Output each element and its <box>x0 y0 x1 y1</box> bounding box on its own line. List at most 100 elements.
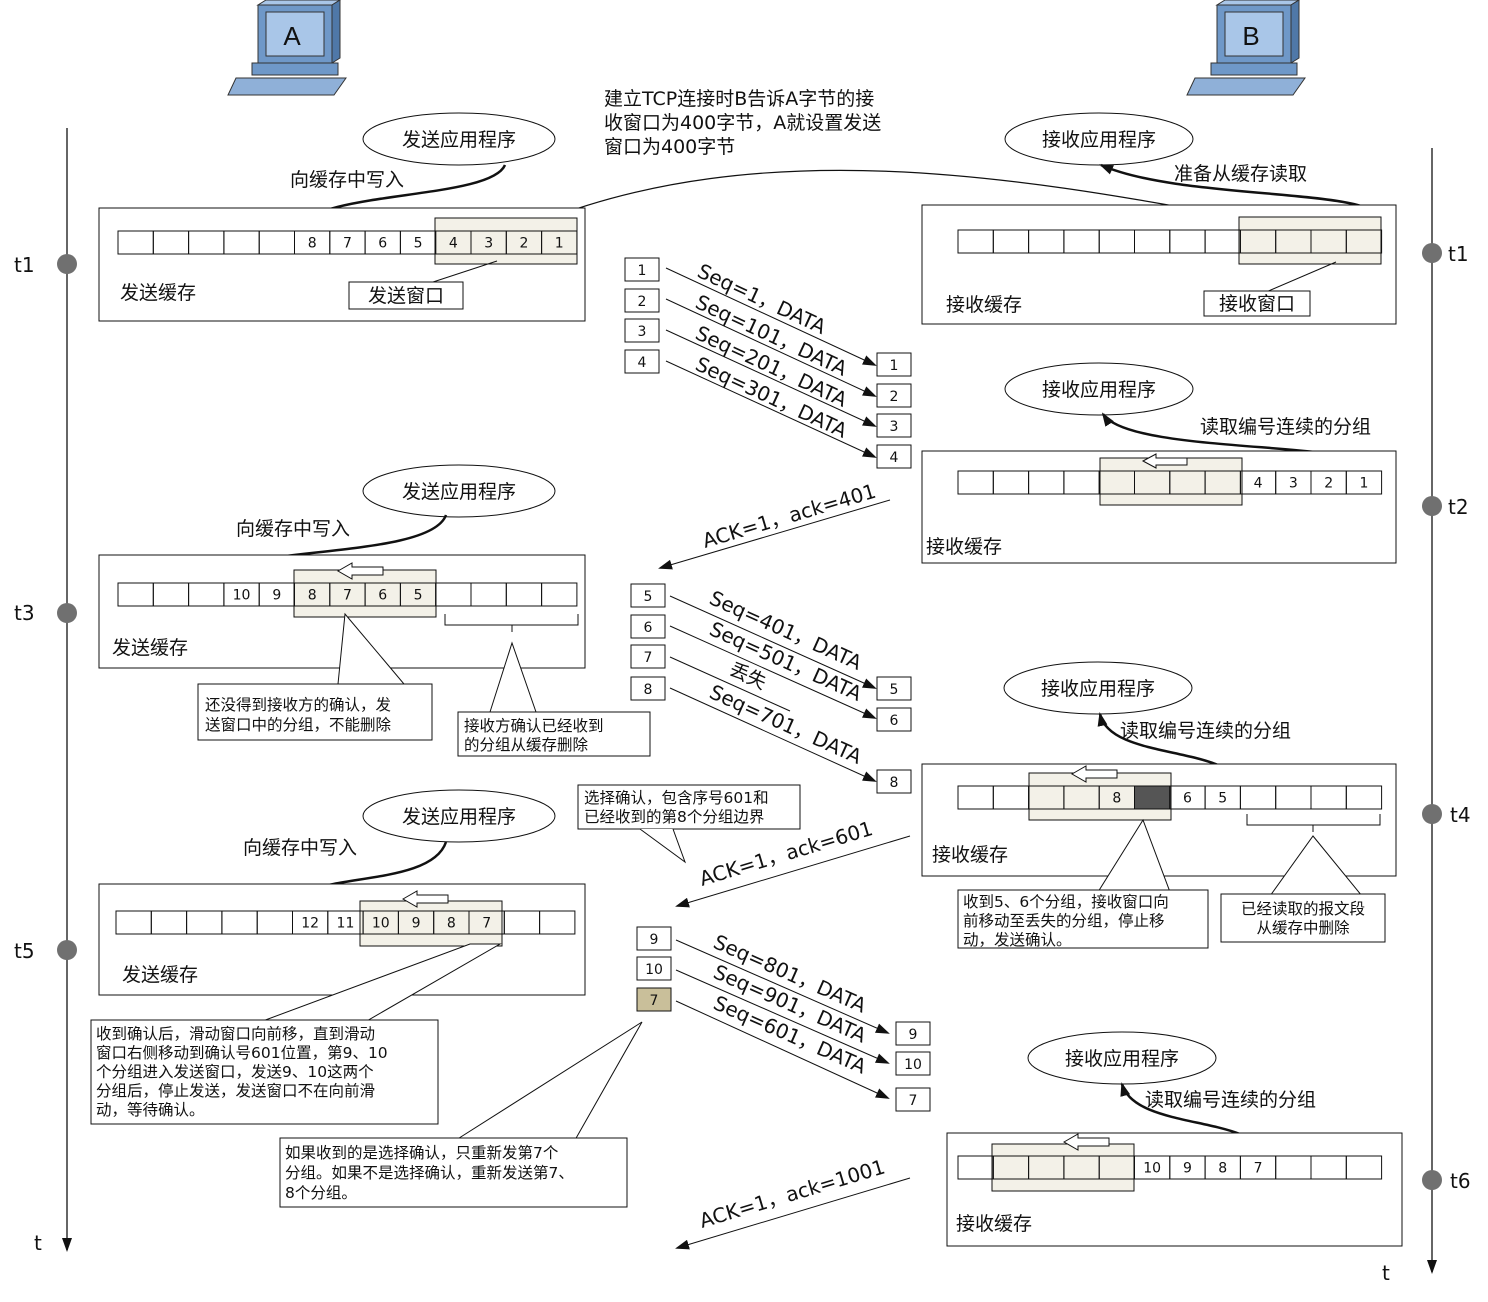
resend-callout-pointer <box>454 1021 643 1141</box>
buffer-cell-label: 6 <box>378 236 387 252</box>
acked-note-line-1: 接收方确认已经收到 <box>464 717 604 735</box>
t3-label: t3 <box>14 601 35 625</box>
buffer-cell-label: 8 <box>308 588 317 604</box>
resend-seg-7-cell <box>636 987 672 1012</box>
unacked-note-line-1: 还没得到接收方的确认，发 <box>205 696 391 714</box>
write-label-t3: 向缓存中写入 <box>236 518 350 540</box>
sack-note-box <box>577 784 801 830</box>
sender-app-t3-label: 发送应用程序 <box>402 481 516 503</box>
seg-5: 5 <box>644 589 653 605</box>
seg-4: 4 <box>638 355 647 371</box>
buffer-cell-label: 9 <box>412 916 421 932</box>
send-window-t1-pointer <box>429 260 498 284</box>
sender-app-t3: 发送应用程序 <box>362 464 556 518</box>
t1-left-label: t1 <box>14 253 35 277</box>
recv-window-t6 <box>991 1143 1135 1192</box>
buffer-cell-label: 2 <box>1324 476 1333 492</box>
t6-label: t6 <box>1450 1169 1471 1193</box>
send-window-t5-move-icon <box>401 890 449 908</box>
sender-app-t1-label: 发送应用程序 <box>402 129 516 151</box>
read-note-box <box>1220 893 1386 943</box>
batch2-sent-segments: 5 6 7 8 <box>630 583 666 701</box>
recv-seg-4: 4 <box>890 450 899 466</box>
buffer-cell-label: 6 <box>378 588 387 604</box>
sender-app-t5: 发送应用程序 <box>362 789 556 843</box>
window-size-arrow <box>538 169 1241 223</box>
buffer-cell <box>1345 229 1383 254</box>
buffer-cell-label: 10 <box>372 916 390 932</box>
send-buffer-t5-label: 发送缓存 <box>122 964 198 986</box>
seg-7-resend: 7 <box>650 993 659 1009</box>
recv-seg-7: 7 <box>909 1093 918 1109</box>
buffer-cell <box>539 910 576 935</box>
recv-buffer-t1-label: 接收缓存 <box>946 294 1022 316</box>
recv56-note-box <box>957 889 1209 949</box>
buffer-cell-label: 1 <box>555 236 564 252</box>
buffer-cell-label: 2 <box>519 236 528 252</box>
batch1-sent-segments: 1 2 3 4 <box>624 257 660 374</box>
send-window-t5 <box>359 900 503 947</box>
batch3-sent-segments: 9 10 7 <box>636 926 672 1012</box>
sender-app-t5-label: 发送应用程序 <box>402 806 516 828</box>
top-note: 建立TCP连接时B告诉A字节的接 收窗口为400字节，A就设置发送 窗口为400… <box>604 88 881 158</box>
buffer-cell <box>1134 785 1171 810</box>
left-time-axis: t t1 t3 t5 <box>14 128 77 1255</box>
slide-note-line-5: 动，等待确认。 <box>96 1101 205 1119</box>
host-a-label: A <box>283 21 301 51</box>
batch1-arrows <box>665 267 877 458</box>
resend-note-line-1: 如果收到的是选择确认，只重新发第7个 <box>285 1144 559 1162</box>
recv-buffer-t6-label: 接收缓存 <box>956 1213 1032 1235</box>
buffer-cell-label: 9 <box>1183 1161 1192 1177</box>
acked-brace <box>444 614 579 632</box>
recv-seg-1: 1 <box>890 358 899 374</box>
t1-right-marker <box>1422 243 1442 263</box>
read-consecutive-t4-label: 读取编号连续的分组 <box>1120 720 1291 742</box>
send-buffer-t1-label: 发送缓存 <box>120 282 196 304</box>
t5-marker <box>57 940 77 960</box>
right-time-axis: t t1 t2 t4 t6 <box>1382 148 1471 1285</box>
recv-app-t2-label: 接收应用程序 <box>1042 379 1156 401</box>
recv-seg-3: 3 <box>890 419 899 435</box>
seg-10: 10 <box>645 962 663 978</box>
recv-window-t4-move-icon <box>1070 765 1118 783</box>
resend-note-box <box>279 1137 628 1208</box>
ack601-arrow <box>675 835 911 908</box>
buffer-cell-label: 11 <box>337 916 355 932</box>
slide-note-line-4: 分组后，停止发送，发送窗口不在向前滑 <box>96 1082 375 1100</box>
seg-8: 8 <box>644 682 653 698</box>
t4-label: t4 <box>1450 803 1471 827</box>
window-move-left-icon <box>1141 453 1188 469</box>
read-note-line-2: 从缓存中删除 <box>1256 919 1350 937</box>
t5-label: t5 <box>14 939 35 963</box>
buffer-cell <box>1345 470 1383 495</box>
recv-app-t4: 接收应用程序 <box>1003 661 1193 715</box>
recv56-note-line-2: 前移动至丢失的分组，停止移 <box>963 912 1165 930</box>
buffer-cell-label: 5 <box>414 588 423 604</box>
slide-note-line-1: 收到确认后，滑动窗口向前移，直到滑动 <box>96 1025 375 1043</box>
buffer-cell-label: 7 <box>343 588 352 604</box>
buffer-cell <box>1345 785 1383 810</box>
buffer-cell-label: 4 <box>1254 476 1263 492</box>
seg-7: 7 <box>644 650 653 666</box>
buffer-cell-label: 5 <box>414 236 423 252</box>
t2-marker <box>1422 496 1442 516</box>
read-consecutive-t2-label: 读取编号连续的分组 <box>1200 416 1371 438</box>
acked-note-box <box>457 711 651 757</box>
sack-callout-pointer <box>639 828 687 864</box>
resend-note-line-3: 8个分组。 <box>285 1184 357 1202</box>
buffer-cell-label: 4 <box>449 236 458 252</box>
unacked-note-box <box>197 683 433 741</box>
seg-9: 9 <box>650 932 659 948</box>
recv56-note-line-1: 收到5、6个分组，接收窗口向 <box>963 893 1169 911</box>
recv-window-t2 <box>1099 457 1243 506</box>
send-buffer-t5-box <box>98 883 586 996</box>
prepare-read-label: 准备从缓存读取 <box>1174 163 1307 185</box>
t2-label: t2 <box>1448 495 1469 519</box>
recv-seg-2: 2 <box>890 389 899 405</box>
host-b-computer-icon: B <box>1186 0 1306 96</box>
